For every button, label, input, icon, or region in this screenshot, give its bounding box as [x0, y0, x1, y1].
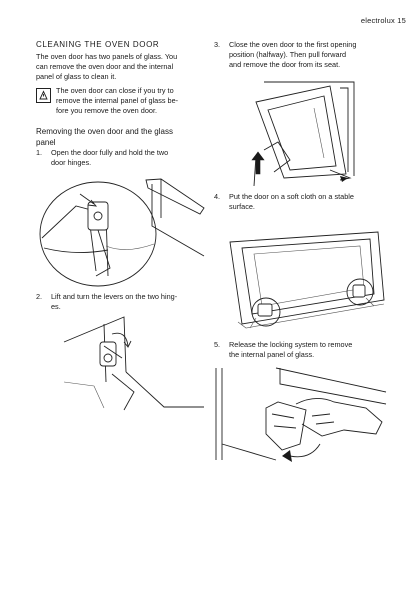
subheading: Removing the oven door and the glass pan…	[36, 127, 173, 147]
step-text: Open the door fully and hold the two doo…	[51, 148, 169, 167]
note-box: The oven door can close if you try to re…	[36, 86, 208, 126]
step-number: 1.	[36, 148, 43, 157]
step-text: Lift and turn the levers on the two hing…	[51, 292, 178, 311]
illustration-release-locking-system	[215, 364, 388, 464]
curved-arrow-icon	[282, 450, 292, 462]
step-3: 3. Close the oven door to the first open…	[214, 40, 394, 72]
step-number: 3.	[214, 40, 221, 49]
note-text: The oven door can close if you try to re…	[56, 86, 179, 115]
step-number: 2.	[36, 292, 43, 301]
illustration-open-door-hinges	[36, 176, 206, 287]
brand-name: electrolux	[360, 16, 395, 25]
step-text: Put the door on a soft cloth on a stable…	[229, 192, 354, 211]
step-text: Close the oven door to the first opening…	[229, 40, 357, 69]
step-2: 2. Lift and turn the levers on the two h…	[36, 292, 211, 314]
illustration-remove-door	[244, 78, 384, 188]
warning-note-icon	[36, 88, 51, 103]
step-5: 5. Release the locking system to remove …	[214, 340, 394, 362]
section-title: CLEANING THE OVEN DOOR	[36, 40, 160, 49]
intro-paragraph: The oven door has two panels of glass. Y…	[36, 52, 178, 81]
step-1: 1. Open the door fully and hold the two …	[36, 148, 206, 170]
page-number: 15	[397, 16, 406, 25]
arrow-up-icon	[251, 151, 265, 175]
illustration-lift-turn-levers	[63, 312, 204, 412]
step-number: 4.	[214, 192, 221, 201]
illustration-door-on-cloth	[228, 224, 388, 334]
step-number: 5.	[214, 340, 221, 349]
step-text: Release the locking system to remove the…	[229, 340, 353, 359]
step-4: 4. Put the door on a soft cloth on a sta…	[214, 192, 394, 214]
page-header: electrolux 15	[361, 16, 406, 25]
